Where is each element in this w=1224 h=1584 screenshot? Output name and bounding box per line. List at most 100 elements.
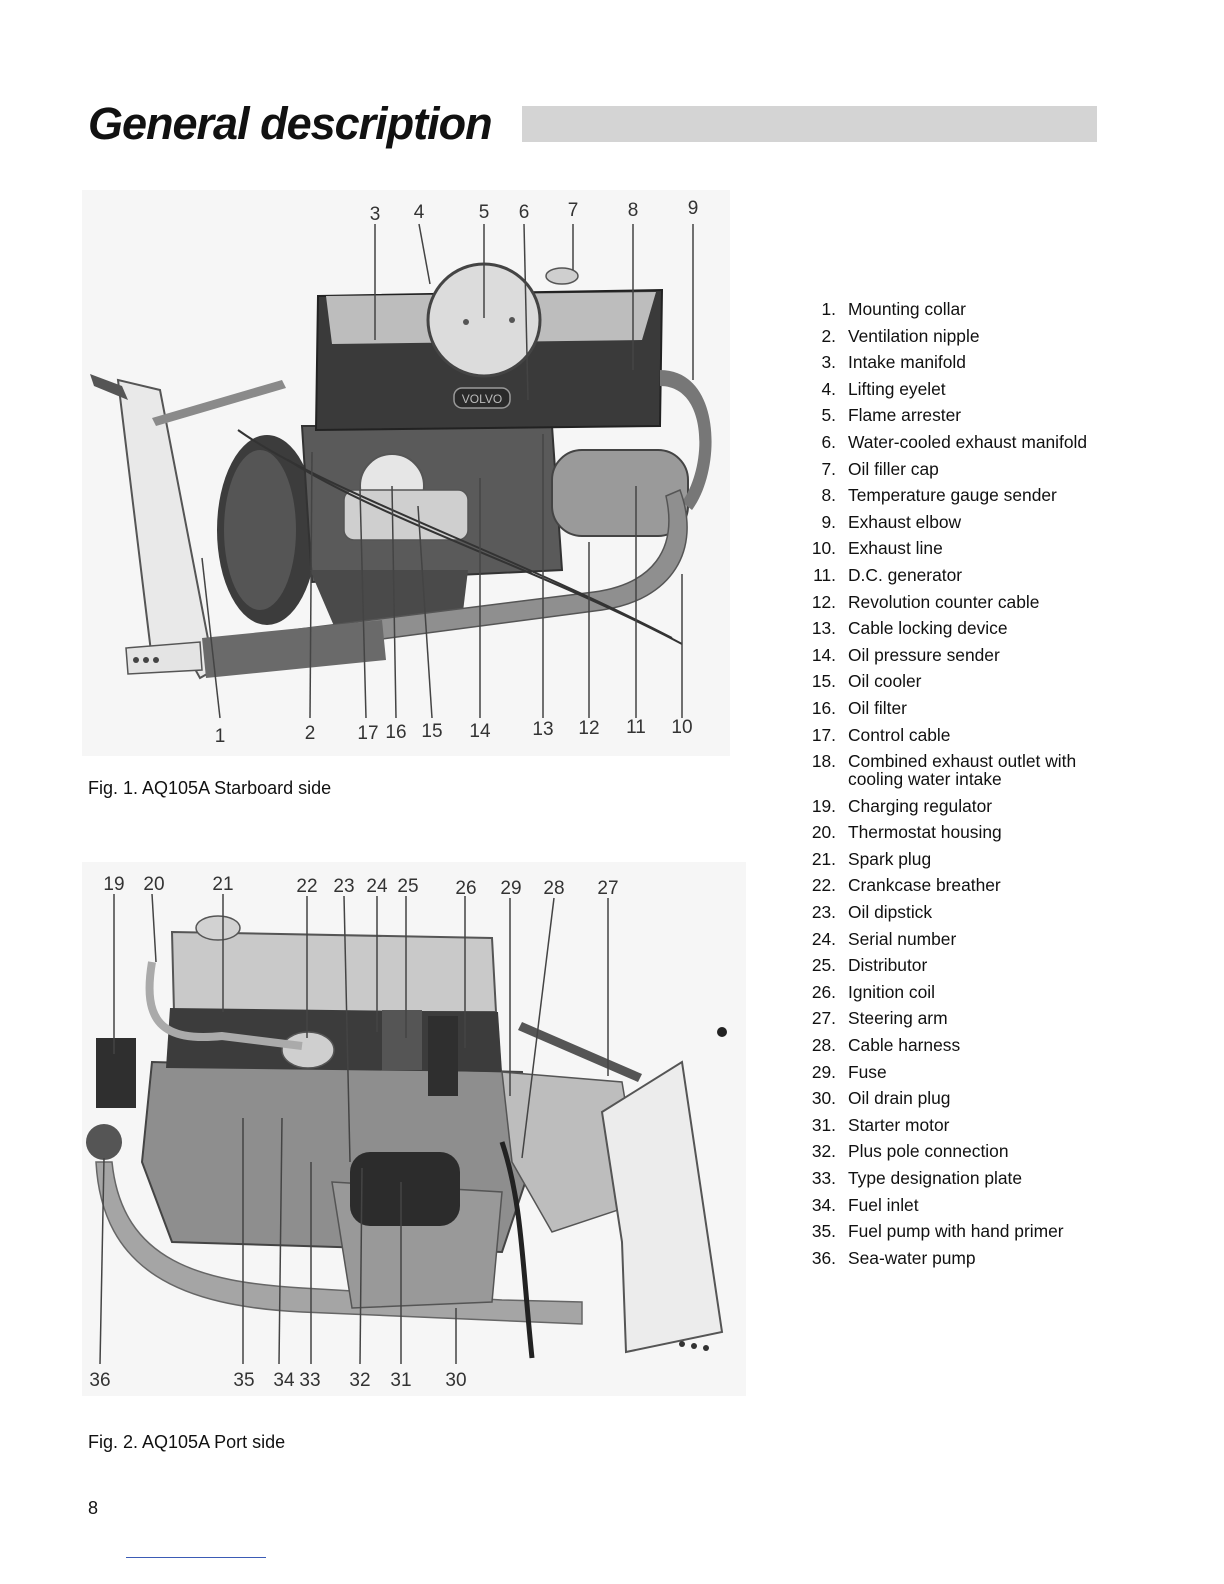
callout-10: 10: [671, 717, 692, 738]
legend-item: 23. Oil dipstick: [800, 899, 1120, 926]
legend-item: 12.Revolution counter cable: [800, 589, 1120, 616]
callout-33: 33: [299, 1370, 320, 1391]
legend-item-number: 10.: [811, 538, 836, 559]
legend-item-number: 33.: [811, 1168, 836, 1188]
callout-22: 22: [296, 876, 317, 897]
legend-item-number: 3.: [821, 352, 836, 373]
legend-item: 15. Oil cooler: [800, 668, 1120, 695]
legend-item-label: Oil filler cap: [848, 458, 939, 479]
legend-item: 34.Fuel inlet: [800, 1192, 1120, 1219]
legend-item-number: 29.: [811, 1061, 836, 1082]
callout-34: 34: [273, 1370, 295, 1391]
legend-item-label: Thermostat housing: [848, 822, 1002, 843]
figure-starboard-side: VOLVO: [82, 190, 730, 756]
legend-item-label: Charging regulator: [848, 795, 993, 816]
callout-16: 16: [385, 722, 406, 743]
callout-24: 24: [366, 876, 388, 897]
legend-item: 26. Ignition coil: [800, 979, 1120, 1006]
legend-item-number: 19.: [811, 795, 836, 816]
legend-item-number: 34.: [811, 1194, 836, 1215]
legend-item-label: Water-cooled exhaust manifold: [848, 431, 1088, 452]
callout-36: 36: [89, 1370, 110, 1391]
page-number: 8: [88, 1498, 99, 1518]
legend-item-number: 11.: [813, 564, 836, 585]
legend-item-label: D.C. generator: [848, 564, 963, 585]
legend-item-label: Oil pressure sender: [848, 644, 1000, 665]
callout-15: 15: [421, 721, 442, 742]
legend-item-label: Exhaust elbow: [848, 511, 962, 532]
legend-item: 29. Fuse: [800, 1059, 1120, 1086]
callout-23: 23: [333, 876, 354, 897]
legend-item-number: 36.: [811, 1247, 836, 1268]
legend-item-number: 5.: [821, 405, 836, 426]
legend-item-number: 27.: [811, 1008, 836, 1029]
legend-item: 17. Control cable: [800, 722, 1120, 749]
legend-item-number: 26.: [811, 981, 836, 1002]
legend-item: 33.Type designation plate: [800, 1165, 1120, 1192]
callout-25: 25: [397, 876, 418, 897]
legend-item-label: Oil cooler: [848, 671, 922, 692]
legend-item-label: Starter motor: [848, 1114, 950, 1135]
legend-item-label: Serial number: [848, 928, 957, 949]
callout-26: 26: [455, 878, 476, 899]
title-decor-bar: [522, 106, 1097, 142]
figure1-caption: Fig. 1. AQ105A Starboard side: [88, 778, 332, 798]
callout-4: 4: [414, 202, 425, 223]
legend-item-label: Mounting collar: [848, 299, 966, 319]
legend-item: 3.Intake manifold: [800, 349, 1120, 376]
legend-item-label: Oil dipstick: [848, 902, 933, 923]
legend-item: 20. Thermostat housing: [800, 819, 1120, 846]
legend-item-number: 35.: [811, 1221, 836, 1242]
legend-item-number: 21.: [811, 848, 836, 869]
legend-item-label: Oil drain plug: [848, 1088, 951, 1109]
legend-item: 27. Steering arm: [800, 1005, 1120, 1032]
legend-item-label: Ignition coil: [848, 981, 936, 1002]
legend-item-number: 14.: [811, 644, 836, 665]
legend-item: 6.Water-cooled exhaust manifold: [800, 429, 1120, 456]
legend-item: 25. Distributor: [800, 952, 1120, 979]
callout-6: 6: [519, 202, 530, 223]
legend-item-number: 16.: [811, 697, 836, 718]
legend-item-label: Spark plug: [848, 848, 932, 869]
legend-item-label: Oil filter: [848, 697, 907, 718]
legend-item: 36.Sea-water pump: [800, 1245, 1120, 1272]
callout-14: 14: [469, 721, 491, 742]
legend-item-number: 23.: [811, 902, 836, 923]
legend-item-label: Fuse: [848, 1061, 887, 1082]
legend-item-number: 8.: [821, 485, 836, 506]
legend-item-label: Steering arm: [848, 1008, 948, 1029]
legend-item-label: Cable harness: [848, 1035, 961, 1056]
legend-item-label: Combined exhaust outlet with cooling wat…: [848, 751, 1077, 790]
legend-item-number: 17.: [811, 724, 836, 745]
page-title: General description: [88, 98, 493, 149]
legend-item-label: Cable locking device: [848, 618, 1008, 639]
legend-item: 2. Ventilation nipple: [800, 323, 1120, 350]
legend-item-number: 32.: [811, 1141, 836, 1162]
legend-item-number: 7.: [821, 458, 836, 479]
legend-item-label: Control cable: [848, 724, 951, 745]
legend-item-label: Revolution counter cable: [848, 591, 1040, 612]
callout-30: 30: [445, 1370, 466, 1391]
legend-item-number: 25.: [811, 955, 836, 976]
legend-item: 10.Exhaust line: [800, 535, 1120, 562]
legend-item: 16. Oil filter: [800, 695, 1120, 722]
legend-item-label: Ventilation nipple: [848, 325, 980, 346]
legend-item-number: 24.: [811, 928, 836, 949]
legend-item-number: 2.: [821, 325, 836, 346]
legend-item: 14. Oil pressure sender: [800, 642, 1120, 669]
legend-item-number: 20.: [811, 822, 836, 843]
figure-port-side: 19 20 21 22 23 24 25 26 29 28 27 36 35 3…: [82, 862, 746, 1396]
callout-32: 32: [349, 1370, 370, 1391]
legend-item-number: 15.: [811, 671, 836, 692]
engine-starboard-illustration: VOLVO: [90, 198, 712, 747]
legend-item-number: 13.: [811, 618, 836, 639]
legend-item-number: 28.: [811, 1035, 836, 1056]
callout-31: 31: [390, 1370, 411, 1391]
callout-8: 8: [628, 200, 639, 221]
legend-item: 8.Temperature gauge sender: [800, 482, 1120, 509]
legend-item-label: Distributor: [848, 955, 928, 976]
callout-27: 27: [597, 878, 618, 899]
legend-item-number: 1.: [821, 299, 836, 319]
legend-item-label: Fuel pump with hand primer: [848, 1221, 1064, 1242]
